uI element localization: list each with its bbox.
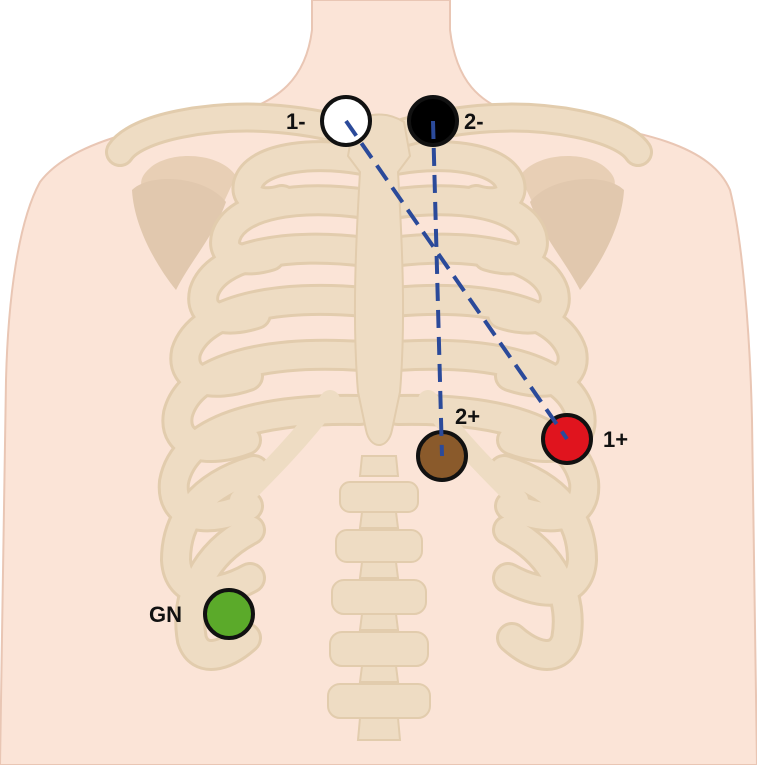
electrode-2-pos-label: 2+ bbox=[455, 404, 480, 429]
electrode-2-neg-label: 2- bbox=[464, 109, 484, 134]
electrode-1-neg-label: 1- bbox=[286, 109, 306, 134]
electrode-ground-marker bbox=[205, 590, 253, 638]
spine bbox=[328, 456, 430, 740]
electrode-ground-label: GN bbox=[149, 602, 182, 627]
electrode-1-pos-label: 1+ bbox=[603, 427, 628, 452]
